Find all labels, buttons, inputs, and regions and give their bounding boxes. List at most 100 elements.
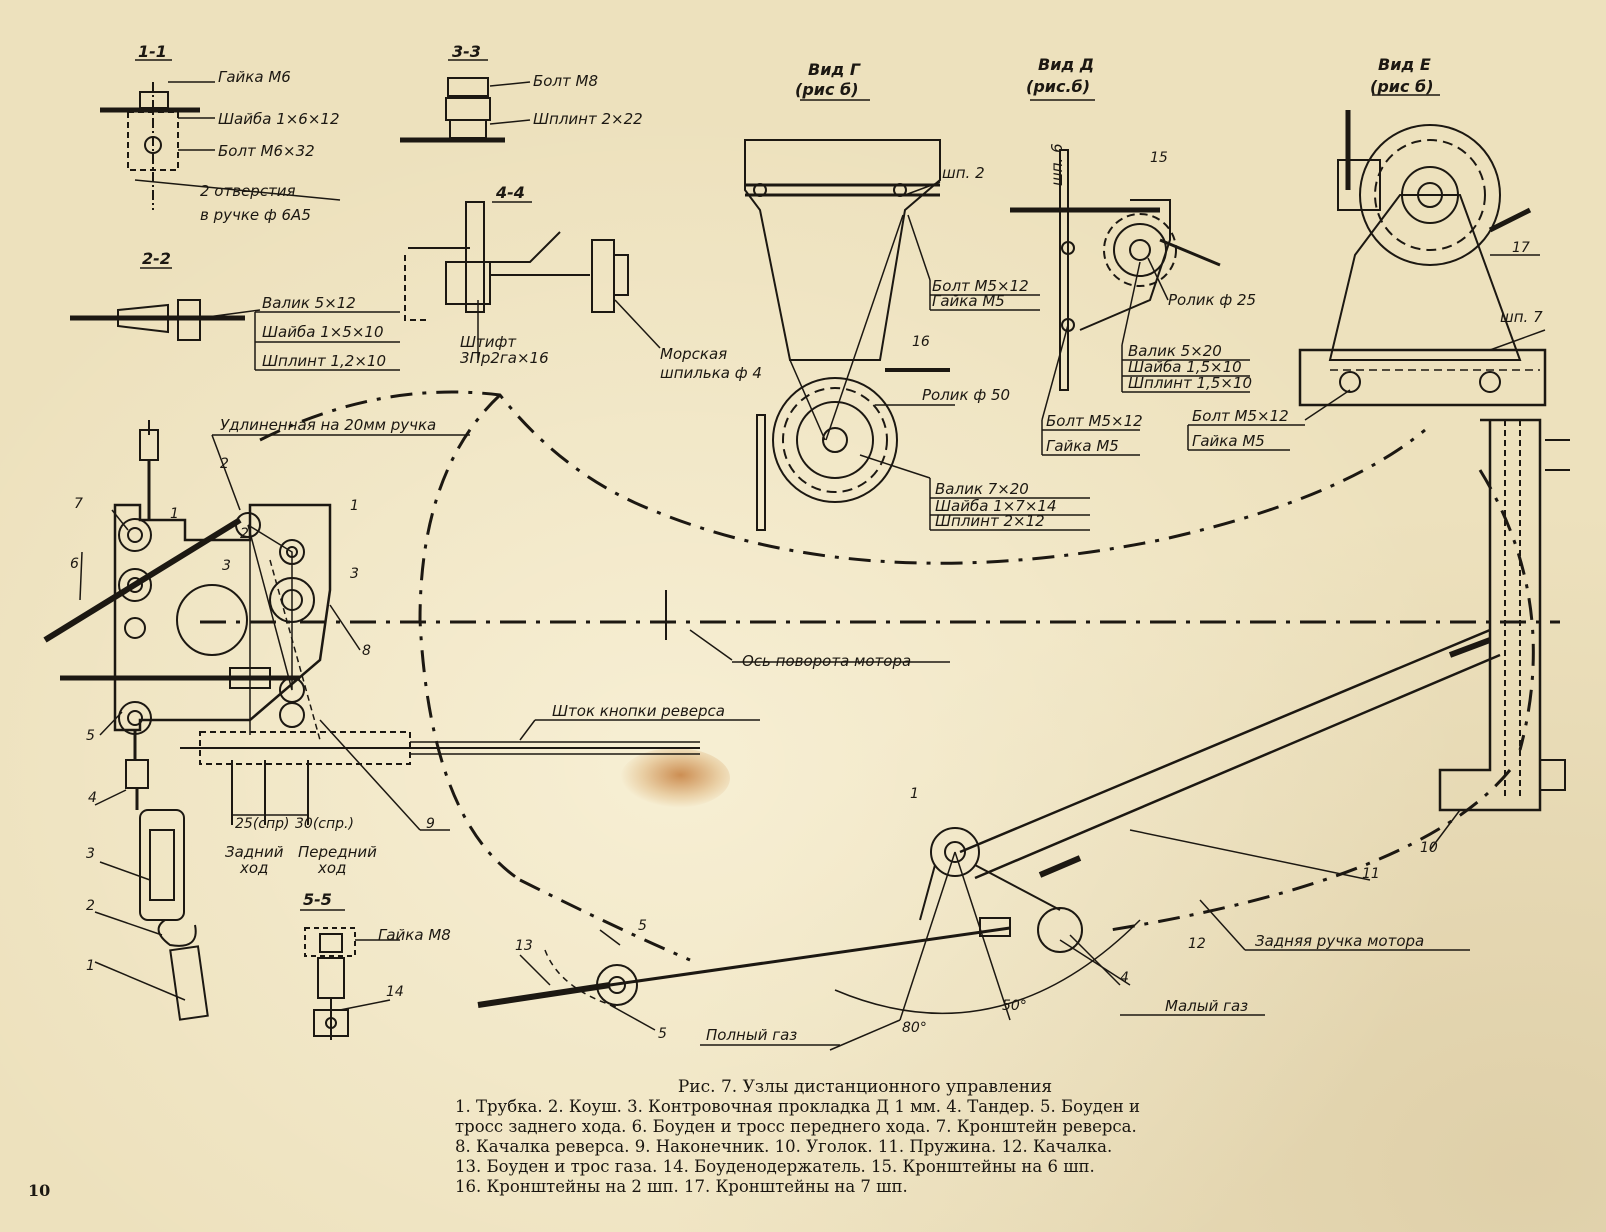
label-bolt-m8: Болт М8 xyxy=(533,72,598,90)
callout-8: 8 xyxy=(362,643,371,659)
label-vid-e-ref: (рис б) xyxy=(1370,77,1434,96)
label-rolik-25: Ролик ф 25 xyxy=(1168,291,1256,309)
label-shayba-1x5x10: Шайба 1×5×10 xyxy=(262,323,384,341)
callout-11: 11 xyxy=(1362,866,1380,882)
callout-5a: 5 xyxy=(638,918,647,934)
label-polny-gaz: Полный газ xyxy=(706,1026,797,1044)
label-bolt-m5x12-c: Болт М5×12 xyxy=(1192,407,1289,425)
label-shp6: шп. 6 xyxy=(1048,143,1066,186)
callout-4b: 4 xyxy=(1120,970,1129,986)
label-shtift-2: 3Пр2га×16 xyxy=(460,349,549,367)
label-bolt-m6x32: Болт М6×32 xyxy=(218,142,315,160)
callout-10: 10 xyxy=(1420,840,1438,856)
label-number-16: 16 xyxy=(912,334,930,350)
section-4-4 xyxy=(404,201,661,360)
tiller-outline xyxy=(259,390,1535,962)
label-angle-50: 50° xyxy=(1002,998,1027,1014)
label-number-14: 14 xyxy=(386,984,404,1000)
caption-line-4: 13. Боуден и трос газа. 14. Боуденодержа… xyxy=(455,1157,1095,1176)
callout-5b: 5 xyxy=(658,1026,667,1042)
label-peredniy: Передний xyxy=(298,843,377,861)
label-shplint-2x22: Шплинт 2×22 xyxy=(533,110,643,128)
label-bolt-m5x12-b: Болт М5×12 xyxy=(1046,412,1143,430)
caption-line-5: 16. Кронштейны на 2 шп. 17. Кронштейны н… xyxy=(455,1177,908,1196)
callout-3b: 3 xyxy=(350,566,359,582)
label-bolt-m5x12-a: Болт М5×12 xyxy=(932,277,1029,295)
callout-1c: 1 xyxy=(910,786,919,802)
label-section-3-3: 3-3 xyxy=(452,42,481,61)
label-rolik-50: Ролик ф 50 xyxy=(922,386,1010,404)
section-1-1 xyxy=(100,59,341,210)
label-zadnyaya-ruchka: Задняя ручка мотора xyxy=(1255,932,1424,950)
label-shtift-1: Штифт xyxy=(460,333,517,351)
callout-2b: 2 xyxy=(220,456,229,472)
callout-4: 4 xyxy=(88,790,97,806)
callout-9: 9 xyxy=(426,816,435,832)
callout-leaders xyxy=(79,509,1131,1001)
caption-line-3: 8. Качалка реверса. 9. Наконечник. 10. У… xyxy=(455,1137,1113,1156)
view-e xyxy=(1187,94,1547,451)
label-zadniy-hod: ход xyxy=(239,859,268,877)
label-section-5-5: 5-5 xyxy=(303,890,332,909)
section-5-5 xyxy=(300,909,400,1040)
label-section-1-1: 1-1 xyxy=(138,42,167,61)
label-udlinennaya-ruchka: Удлиненная на 20мм ручка xyxy=(220,416,436,434)
callout-2: 2 xyxy=(86,898,95,914)
label-morskaya-1: Морская xyxy=(660,345,727,363)
rust-stain xyxy=(620,748,730,808)
label-vid-d-ref: (рис.б) xyxy=(1026,77,1090,96)
label-shtok-knopki: Шток кнопки реверса xyxy=(552,702,725,720)
label-gayka-m5-c: Гайка М5 xyxy=(1192,432,1265,450)
label-gayka-m8: Гайка М8 xyxy=(378,926,451,944)
section-2-2 xyxy=(70,267,400,371)
label-vid-g: Вид Г xyxy=(808,60,861,79)
label-zadniy: Задний xyxy=(225,843,284,861)
view-g xyxy=(744,99,1090,531)
label-peredniy-hod: ход xyxy=(317,859,346,877)
callout-13: 13 xyxy=(515,938,533,954)
label-morskaya-2: шпилька ф 4 xyxy=(660,364,762,382)
label-valik-7x20: Валик 7×20 xyxy=(935,480,1029,498)
label-otverstia-1: 2 отверстия xyxy=(200,182,296,200)
label-dim-25: 25(спр) xyxy=(235,816,289,832)
label-gayka-m6: Гайка М6 xyxy=(218,68,291,86)
caption-line-2: тросс заднего хода. 6. Боуден и тросс пе… xyxy=(455,1117,1137,1136)
label-vid-e: Вид Е xyxy=(1378,55,1431,74)
corner-bracket xyxy=(1129,418,1570,951)
label-maly-gaz: Малый газ xyxy=(1165,997,1248,1015)
view-d xyxy=(1010,99,1250,456)
label-shplint-15x10: Шплинт 1,5×10 xyxy=(1128,374,1252,392)
label-os-povorota: Ось поворота мотора xyxy=(742,652,911,670)
callout-7: 7 xyxy=(74,496,83,512)
label-shayba-1x6x12: Шайба 1×6×12 xyxy=(218,110,340,128)
page-number: 10 xyxy=(28,1181,51,1200)
caption-title: Рис. 7. Узлы дистанционного управления xyxy=(677,1077,1053,1097)
reverse-bracket-assembly xyxy=(43,420,760,1021)
label-angle-80: 80° xyxy=(902,1020,927,1036)
label-shplint-2x12: Шплинт 2×12 xyxy=(935,512,1045,530)
label-dim-30: 30(спр.) xyxy=(295,816,354,832)
callout-1: 1 xyxy=(86,958,95,974)
callout-2c: 2 xyxy=(240,526,249,542)
callout-6: 6 xyxy=(70,556,79,572)
label-gayka-m5-b: Гайка М5 xyxy=(1046,437,1119,455)
label-section-4-4: 4-4 xyxy=(495,183,525,202)
figure-caption: Рис. 7. Узлы дистанционного управления 1… xyxy=(455,1077,1255,1197)
label-section-2-2: 2-2 xyxy=(142,249,171,268)
callout-1a: 1 xyxy=(170,506,179,522)
label-shayba-15x10: Шайба 1,5×10 xyxy=(1128,358,1242,376)
callout-5: 5 xyxy=(86,728,95,744)
label-gayka-m5-a: Гайка М5 xyxy=(932,292,1005,310)
throttle-assembly xyxy=(477,628,1501,1051)
callout-3a: 3 xyxy=(222,558,231,574)
callout-3: 3 xyxy=(86,846,95,862)
callout-1b: 1 xyxy=(350,498,359,514)
label-valik-5x12: Валик 5×12 xyxy=(262,294,356,312)
label-number-15: 15 xyxy=(1150,150,1168,166)
section-3-3 xyxy=(400,59,531,143)
label-shplint-12x10: Шплинт 1,2×10 xyxy=(262,352,386,370)
label-vid-g-ref: (рис б) xyxy=(795,80,859,99)
caption-line-1: 1. Трубка. 2. Коуш. 3. Контровочная прок… xyxy=(455,1097,1140,1116)
label-shp2: шп. 2 xyxy=(942,164,985,182)
